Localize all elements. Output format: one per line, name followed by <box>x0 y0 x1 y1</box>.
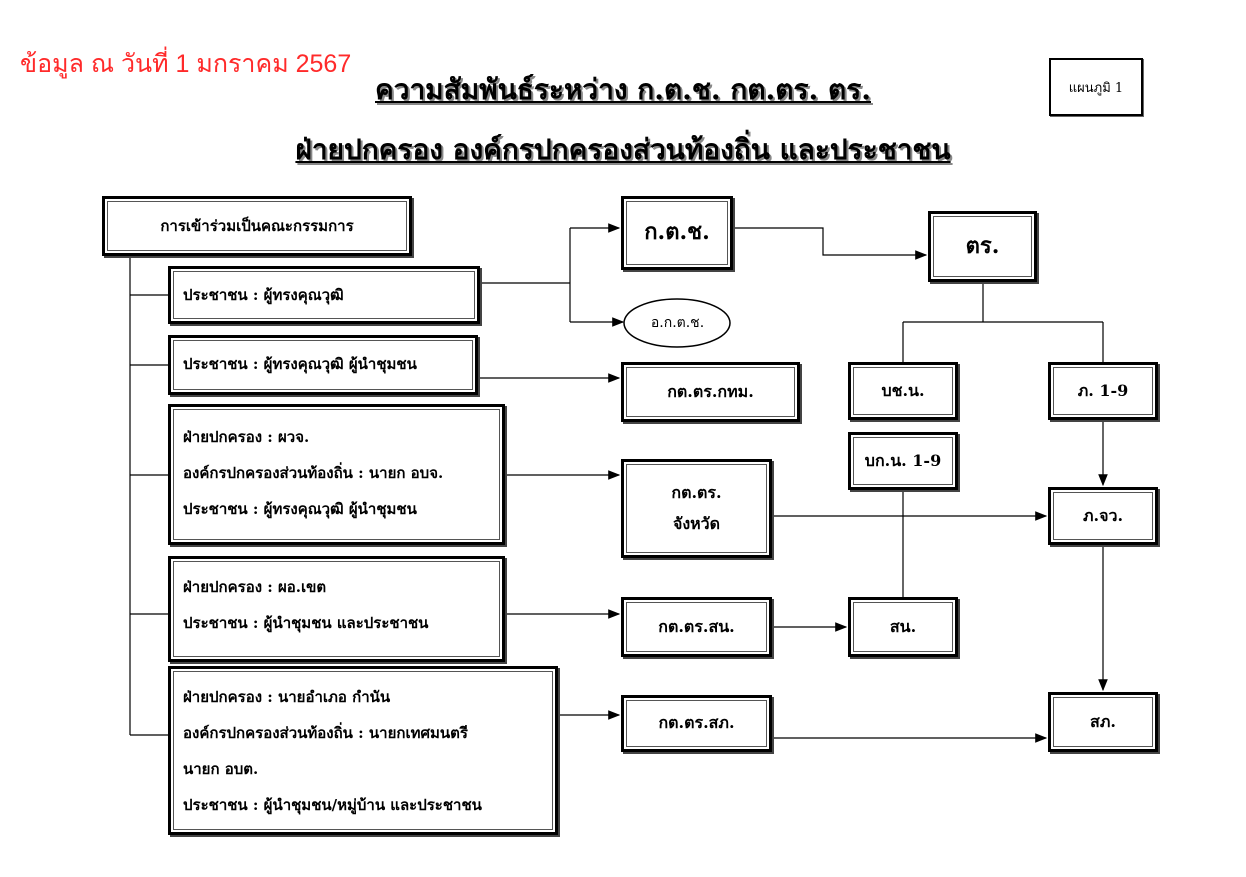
left-box-line: ฝ่ายปกครอง : ผอ.เขต <box>183 578 327 596</box>
akotch-label-wrap: อ.ก.ต.ช. <box>625 300 730 347</box>
committee-header-label: การเข้าร่วมเป็นคณะกรรมการ <box>160 216 354 235</box>
left-box-line: ประชาชน : ผู้ทรงคุณวุฒิ ผู้นำชุมชน <box>183 500 417 518</box>
kt-province-label-2: จังหวัด <box>672 513 721 533</box>
left-box-1: ประชาชน : ผู้ทรงคุณวุฒิ <box>168 266 480 324</box>
tr-box: ตร. <box>928 211 1037 282</box>
left-box-line: นายก อบต. <box>183 760 259 778</box>
kt-province-box: กต.ตร. จังหวัด <box>621 459 772 558</box>
bchn-label: บช.น. <box>881 380 925 400</box>
bchn-box: บช.น. <box>848 362 958 420</box>
title-line-2: ฝ่ายปกครอง องค์กรปกครองส่วนท้องถิ่น และป… <box>295 133 951 166</box>
phjw-box: ภ.จว. <box>1048 487 1158 545</box>
left-box-2: ประชาชน : ผู้ทรงคุณวุฒิ ผู้นำชุมชน <box>168 335 478 395</box>
left-box-line: องค์กรปกครองส่วนท้องถิ่น : นายกเทศมนตรี <box>183 724 468 742</box>
sn-box: สน. <box>848 597 958 657</box>
bkn-label: บก.น. 1-9 <box>864 450 942 470</box>
kotch-box: ก.ต.ช. <box>621 196 733 270</box>
ph19-label: ภ. 1-9 <box>1077 380 1129 400</box>
kt-bkk-label: กต.ตร.กทม. <box>667 381 754 401</box>
kt-sn-label: กต.ตร.สน. <box>658 616 735 636</box>
phjw-label: ภ.จว. <box>1082 505 1124 525</box>
kotch-label: ก.ต.ช. <box>644 219 710 246</box>
left-box-line: ฝ่ายปกครอง : นายอำเภอ กำนัน <box>183 688 391 706</box>
chart-number-box: แผนภูมิ 1 <box>1049 58 1143 116</box>
sp-box: สภ. <box>1048 692 1158 752</box>
left-box-4: ฝ่ายปกครอง : ผอ.เขตประชาชน : ผู้นำชุมชน … <box>168 556 505 662</box>
bkn-box: บก.น. 1-9 <box>848 432 958 490</box>
sn-label: สน. <box>889 616 917 636</box>
left-box-line: ประชาชน : ผู้ทรงคุณวุฒิ <box>183 286 344 304</box>
left-box-line: ประชาชน : ผู้ทรงคุณวุฒิ ผู้นำชุมชน <box>183 355 417 373</box>
date-note: ข้อมูล ณ วันที่ 1 มกราคม 2567 <box>20 50 352 78</box>
kt-sn-box: กต.ตร.สน. <box>621 597 772 657</box>
committee-header-box: การเข้าร่วมเป็นคณะกรรมการ <box>102 196 412 256</box>
left-box-line: องค์กรปกครองส่วนท้องถิ่น : นายก อบจ. <box>183 464 444 482</box>
kt-bkk-box: กต.ตร.กทม. <box>621 362 800 422</box>
tr-label: ตร. <box>965 232 1000 259</box>
kt-sp-box: กต.ตร.สภ. <box>621 695 772 752</box>
title-line-1: ความสัมพันธ์ระหว่าง ก.ต.ช. กต.ตร. ตร. <box>375 73 871 106</box>
left-box-line: ประชาชน : ผู้นำชุมชน และประชาชน <box>183 614 429 632</box>
left-box-line: ประชาชน : ผู้นำชุมชน/หมู่บ้าน และประชาชน <box>183 796 482 814</box>
left-box-3: ฝ่ายปกครอง : ผวจ. องค์กรปกครองส่วนท้องถิ่… <box>168 404 505 545</box>
kt-province-label-1: กต.ตร. <box>671 483 722 503</box>
sp-label: สภ. <box>1090 711 1116 731</box>
left-box-5: ฝ่ายปกครอง : นายอำเภอ กำนันองค์กรปกครองส… <box>168 666 558 835</box>
akotch-label: อ.ก.ต.ช. <box>650 315 705 332</box>
kt-sp-label: กต.ตร.สภ. <box>658 713 735 733</box>
akotch-ellipse <box>623 298 731 348</box>
left-box-line: ฝ่ายปกครอง : ผวจ. <box>183 428 310 446</box>
ph19-box: ภ. 1-9 <box>1048 362 1158 420</box>
